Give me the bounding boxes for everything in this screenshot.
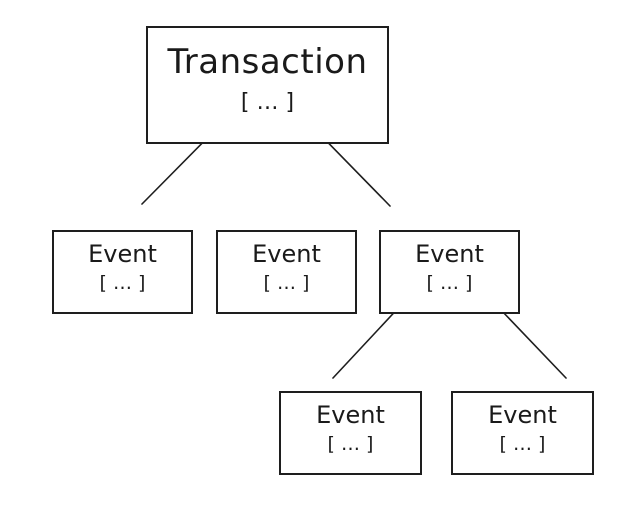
transaction-items: [ … ] — [240, 90, 295, 115]
event-title: Event — [488, 401, 557, 429]
event-items: [ … ] — [499, 433, 546, 455]
event-items: [ … ] — [99, 272, 146, 294]
transaction-title: Transaction — [167, 42, 368, 82]
transaction-node: Transaction [ … ] — [146, 26, 389, 144]
event-title: Event — [415, 240, 484, 268]
event-node-2: Event [ … ] — [216, 230, 357, 314]
event-items: [ … ] — [263, 272, 310, 294]
event-items: [ … ] — [426, 272, 473, 294]
event-title: Event — [316, 401, 385, 429]
event-title: Event — [88, 240, 157, 268]
event-node-1: Event [ … ] — [52, 230, 193, 314]
event-node-4: Event [ … ] — [279, 391, 422, 475]
event-node-3: Event [ … ] — [379, 230, 520, 314]
event-node-5: Event [ … ] — [451, 391, 594, 475]
event-title: Event — [252, 240, 321, 268]
event-items: [ … ] — [327, 433, 374, 455]
